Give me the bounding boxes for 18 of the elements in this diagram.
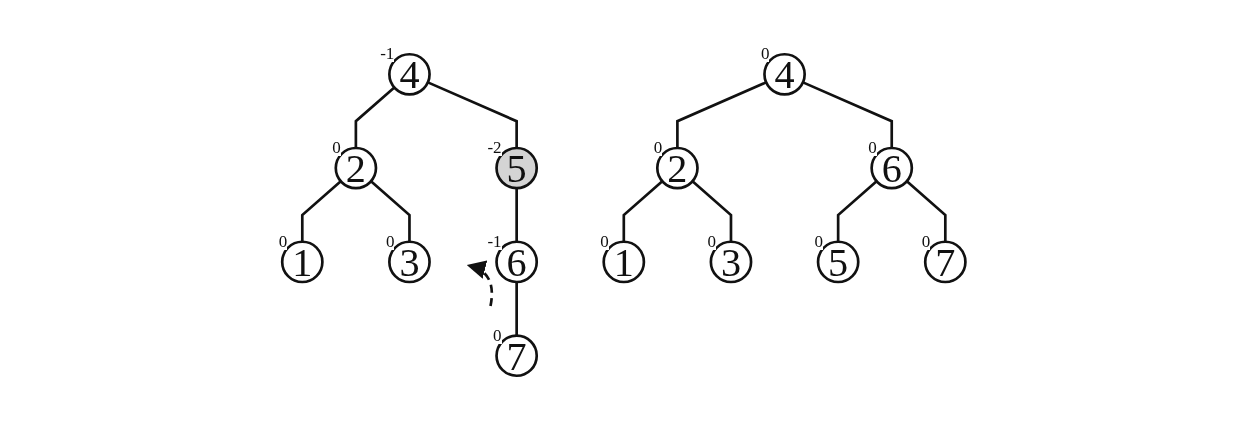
balance-factor: 0	[760, 45, 770, 63]
connector	[427, 81, 519, 148]
connector	[691, 180, 733, 242]
connector	[515, 188, 519, 242]
connector	[802, 81, 894, 148]
balance-factor: -2	[487, 139, 502, 157]
connector	[837, 180, 878, 242]
connector	[370, 180, 411, 242]
connector	[906, 180, 947, 242]
connector	[354, 86, 396, 148]
balance-factor: 0	[332, 139, 341, 157]
connector	[301, 180, 342, 242]
balance-factor: 0	[868, 139, 877, 157]
balance-factor: -1	[380, 45, 395, 63]
connector	[622, 180, 664, 242]
connector	[515, 281, 519, 336]
balance-factor: 0	[653, 139, 663, 157]
connector	[676, 81, 767, 148]
